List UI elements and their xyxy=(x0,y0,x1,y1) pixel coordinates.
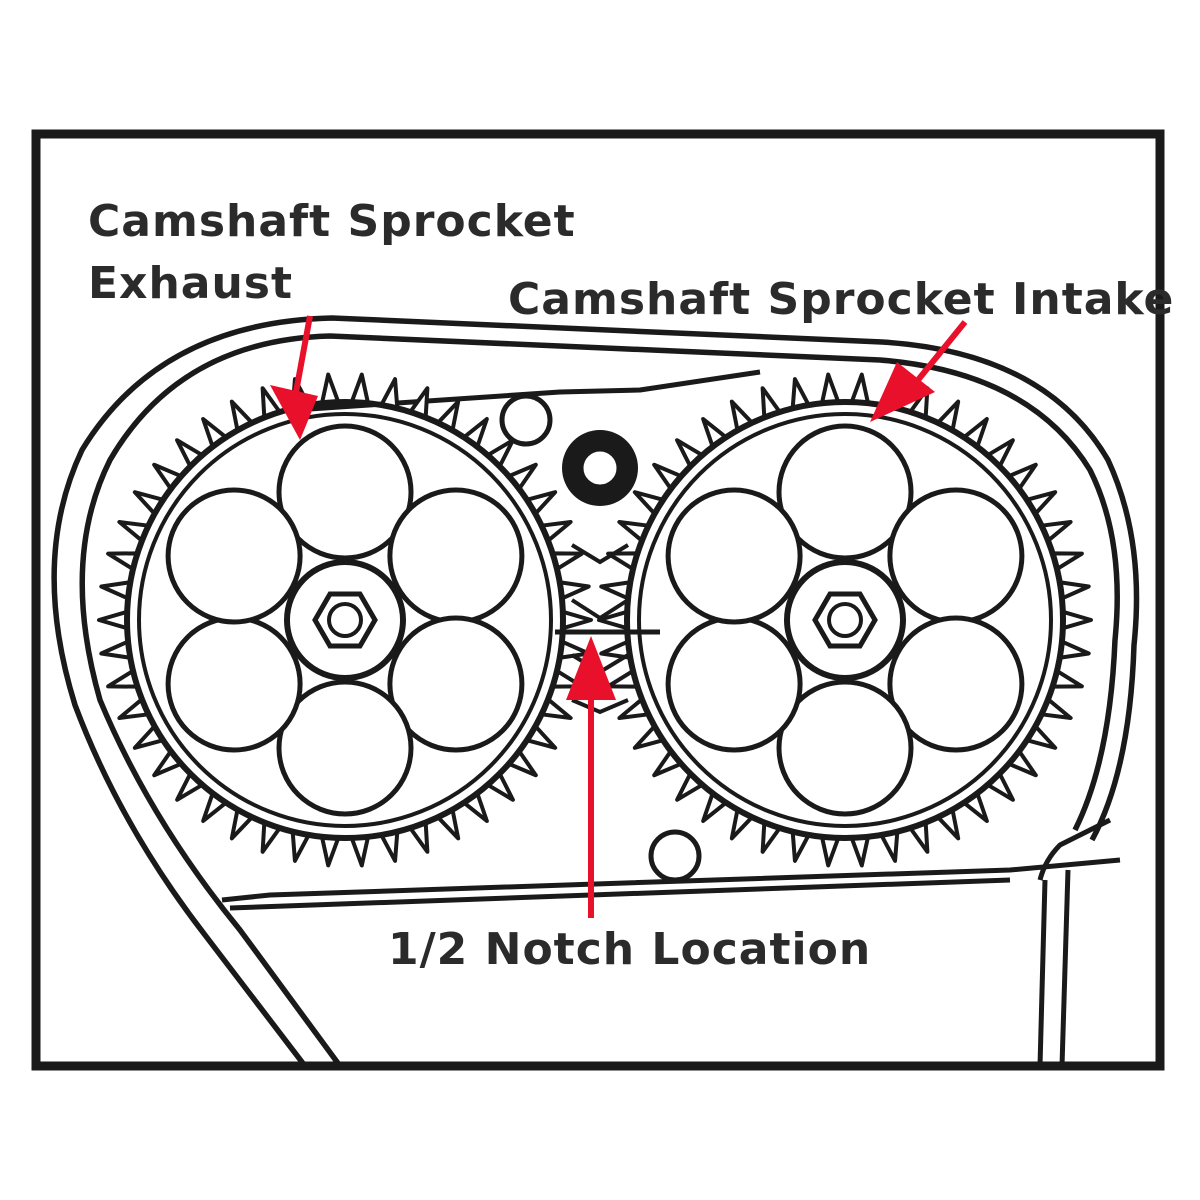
engine-casing xyxy=(221,369,1121,1064)
sprocket-tooth xyxy=(849,834,871,868)
exhaust-sprocket xyxy=(97,372,593,868)
notch-label: 1/2 Notch Location xyxy=(388,924,872,975)
sprocket-tooth xyxy=(819,372,841,406)
spoke-hole xyxy=(276,679,414,817)
exhaust-label-line1: Camshaft Sprocket xyxy=(88,196,576,247)
intake-sprocket-holes xyxy=(665,423,1025,817)
sprocket-tooth xyxy=(560,609,593,631)
spoke-hole xyxy=(665,487,803,625)
dowel-hole-upper xyxy=(499,393,553,447)
sprocket-tooth xyxy=(349,372,371,406)
dowel-hole-lower xyxy=(648,829,702,883)
diagram-frame xyxy=(31,129,1165,1071)
exhaust-label-line2: Exhaust xyxy=(88,258,293,309)
spoke-hole xyxy=(887,615,1025,753)
exhaust-arrow-icon xyxy=(270,315,318,440)
idler-pulley xyxy=(562,430,638,506)
sprocket-tooth xyxy=(819,834,841,868)
spoke-hole xyxy=(776,423,914,561)
intake-arrow-icon xyxy=(870,320,968,422)
sprocket-tooth xyxy=(319,834,341,868)
spoke-hole xyxy=(887,487,1025,625)
notch-arrow-icon xyxy=(566,636,616,918)
intake-sprocket xyxy=(597,372,1093,868)
spoke-hole xyxy=(387,487,525,625)
intake-label: Camshaft Sprocket Intake xyxy=(508,274,1175,325)
spoke-hole xyxy=(276,423,414,561)
exhaust-sprocket-holes xyxy=(165,423,525,817)
spoke-hole xyxy=(165,615,303,753)
sprocket-tooth xyxy=(97,609,130,631)
spoke-hole xyxy=(665,615,803,753)
sprocket-tooth xyxy=(349,834,371,868)
sprocket-tooth xyxy=(1060,609,1093,631)
spoke-hole xyxy=(165,487,303,625)
sprocket-tooth xyxy=(849,372,871,406)
spoke-hole xyxy=(387,615,525,753)
sprocket-tooth xyxy=(319,372,341,406)
spoke-hole xyxy=(776,679,914,817)
